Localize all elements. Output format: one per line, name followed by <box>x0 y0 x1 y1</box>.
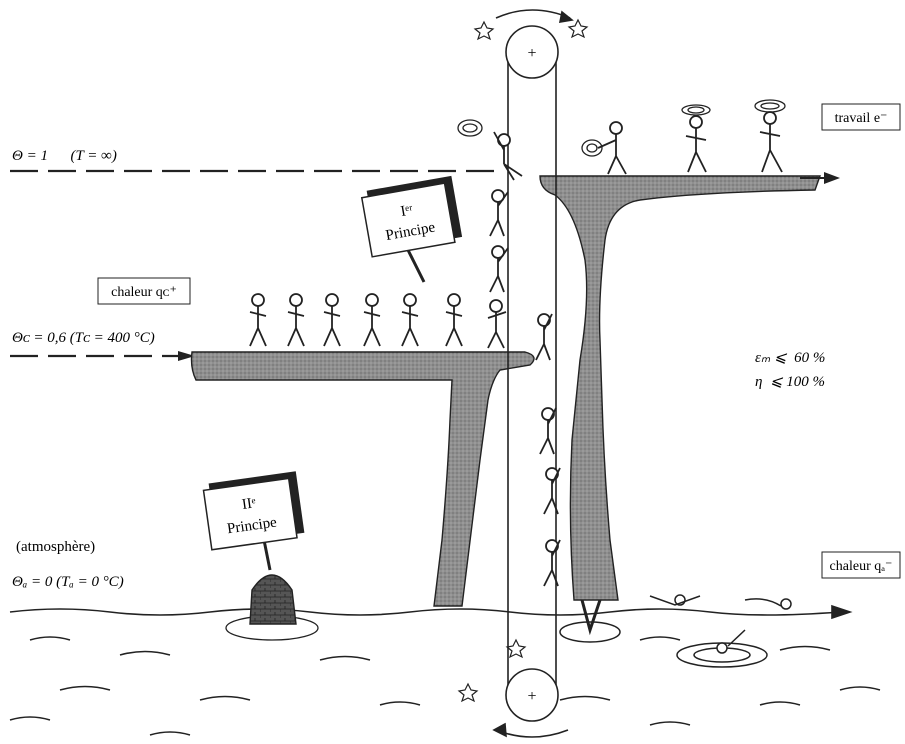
work-cliff <box>539 175 821 601</box>
work-box: travail e⁻ <box>821 103 901 131</box>
sea-surface <box>9 604 881 736</box>
work-arrow <box>800 172 840 184</box>
star-icons <box>457 18 589 703</box>
second-principle-line-1: IIᵉ <box>241 495 257 513</box>
cold-heat-box: chaleur qₐ⁻ <box>821 551 901 579</box>
efficiency-line-1: εₘ ⩽ 60 % <box>755 350 825 366</box>
level-infinite-label: Θ = 1 (T = ∞) <box>12 148 117 164</box>
walker-figures <box>249 111 783 587</box>
first-principle-sign <box>360 175 463 283</box>
hot-heat-box-label: chaleur qᴄ⁺ <box>111 285 177 300</box>
halo-icons <box>457 99 786 157</box>
level-hot-label: Θᴄ = 0,6 (Tᴄ = 400 °C) <box>12 330 155 346</box>
cold-heat-box-label: chaleur qₐ⁻ <box>830 559 893 574</box>
bottom-pulley-symbol: + <box>527 688 536 705</box>
atmosphere-label: (atmosphère) <box>16 539 95 555</box>
swimmers <box>559 594 792 668</box>
top-pulley-symbol: + <box>527 45 536 62</box>
temperature-level-lines <box>10 169 500 361</box>
first-principle-line-1: Iᵉʳ <box>399 202 414 220</box>
efficiency-line-2: η ⩽ 100 % <box>755 374 825 390</box>
level-ambient-label: Θₐ = 0 (Tₐ = 0 °C) <box>12 574 124 590</box>
hot-heat-box: chaleur qᴄ⁺ <box>97 277 191 305</box>
hot-source-cliff <box>190 351 535 607</box>
conveyor-belt <box>492 9 574 738</box>
second-principle-line-2: Principe <box>226 514 278 537</box>
second-principle-sign <box>202 471 305 551</box>
work-box-label: travail e⁻ <box>835 111 888 126</box>
